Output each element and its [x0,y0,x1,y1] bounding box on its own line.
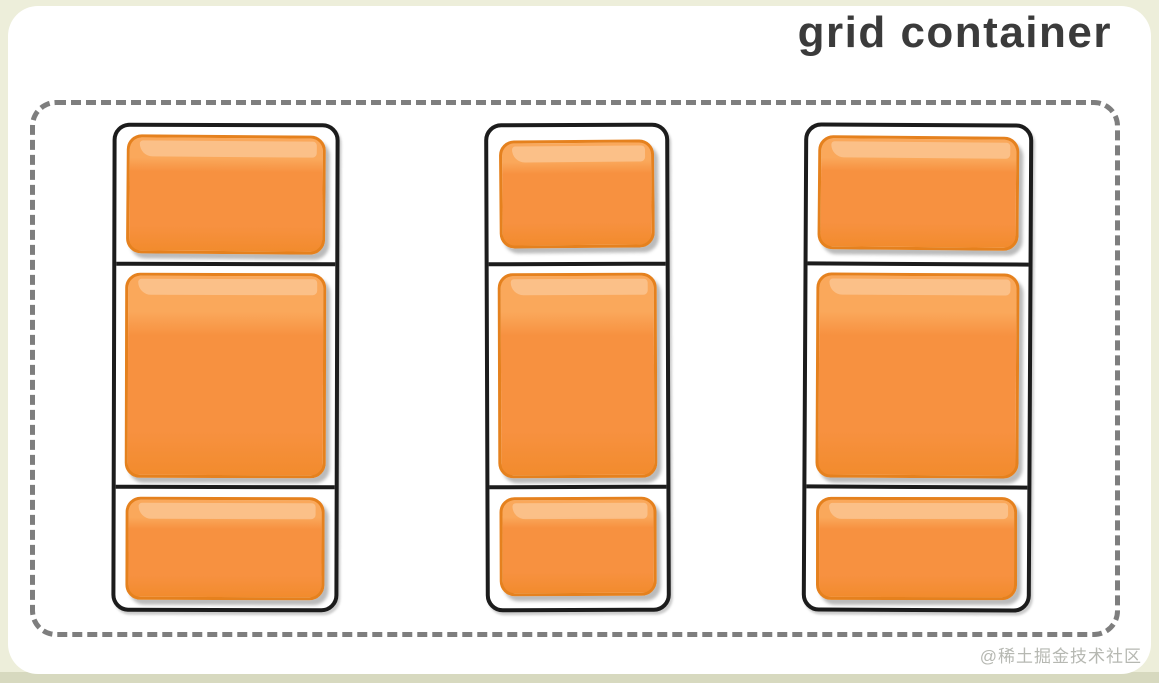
grid-track-column-1 [111,122,340,613]
grid-item [497,272,658,479]
grid-item [125,496,325,601]
grid-cell [806,261,1029,486]
grid-cell [116,127,335,263]
grid-cell [488,127,665,263]
watermark-text: @稀土掘金技术社区 [979,647,1142,666]
grid-item [816,496,1018,601]
card-bottom-edge [0,672,1159,683]
grid-cell [805,484,1028,609]
grid-item [124,272,327,479]
grid-item [817,135,1020,251]
grid-cell [115,484,335,609]
grid-item [499,496,657,597]
grid-cell [115,261,336,486]
grid-track-column-2 [484,122,671,613]
grid-cell [488,261,667,486]
grid-container-outline [30,100,1120,637]
grid-container-title: grid container [797,8,1112,57]
grid-item [125,134,326,255]
grid-cell [808,126,1030,262]
grid-cell [489,484,667,609]
grid-track-column-3 [801,122,1034,613]
grid-item [815,272,1020,479]
grid-item [498,139,655,249]
